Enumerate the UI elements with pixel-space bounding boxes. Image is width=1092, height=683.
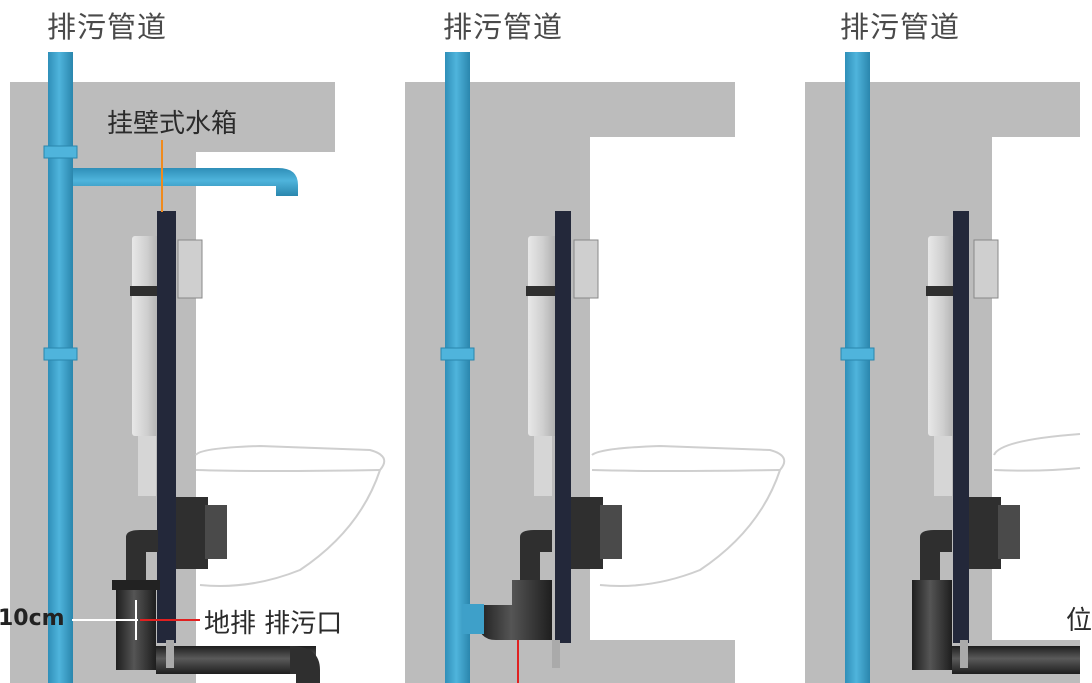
cut-off-text: 位 [1066, 606, 1092, 636]
drain-label: 地排 排污口 [204, 609, 343, 639]
frame [555, 211, 571, 643]
panel-1 [10, 52, 386, 683]
pipe-joint [43, 347, 78, 361]
toilet-bowl [993, 433, 1081, 472]
wall-tank [130, 236, 203, 496]
connector [969, 497, 1001, 569]
branch-pipe [73, 168, 298, 196]
pipe-joint [440, 347, 475, 361]
connector [571, 497, 603, 569]
panel-2-title: 排污管道 [443, 10, 564, 44]
panel-3-title: 排污管道 [840, 10, 961, 44]
connector [176, 497, 208, 569]
panel-1-title: 排污管道 [47, 10, 168, 44]
drain-system [462, 530, 560, 668]
dimension-label: 10cm [0, 606, 65, 631]
wall-tank [926, 236, 999, 496]
drain-system [912, 530, 1080, 674]
frame [157, 211, 176, 643]
tank-label: 挂壁式水箱 [107, 109, 238, 139]
panel-2 [405, 52, 786, 683]
sewer-pipe [445, 52, 470, 683]
panel-3 [805, 52, 1081, 683]
frame [953, 211, 969, 643]
wall-tank [526, 236, 599, 496]
toilet-bowl [591, 444, 786, 587]
sewer-pipe [845, 52, 870, 683]
pipe-joint [840, 347, 875, 361]
toilet-bowl [195, 444, 386, 587]
pipe-joint [43, 145, 78, 159]
